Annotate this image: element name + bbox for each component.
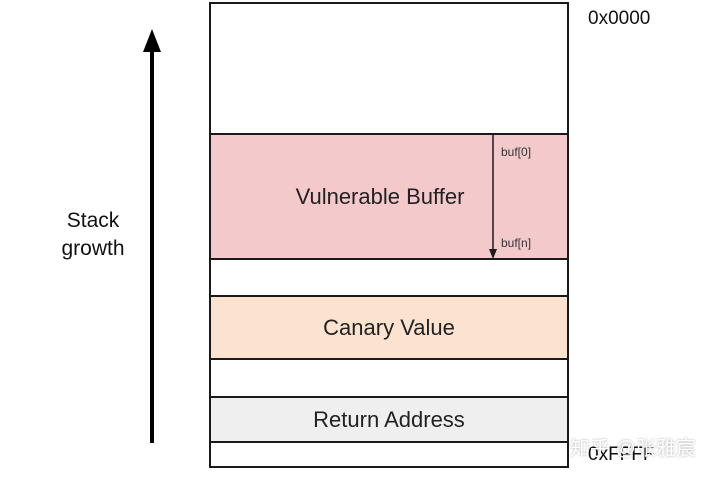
stack-growth-label: Stack growth <box>50 207 136 263</box>
stack-growth-line1: Stack <box>66 209 120 232</box>
stack-growth-line2: growth <box>61 237 125 260</box>
return-address-label: Return Address <box>313 406 465 432</box>
buf-end-label: buf[n] <box>501 236 532 250</box>
high-address-label: 0xFFFF <box>588 444 655 465</box>
watermark: 知乎 @张雅宸 <box>570 438 696 460</box>
stack-growth-arrowhead <box>143 29 161 52</box>
vulnerable-buffer-label: Vulnerable Buffer <box>295 183 465 209</box>
canary-value-region: Canary Value <box>209 295 569 360</box>
low-address-label: 0x0000 <box>588 8 651 29</box>
return-address-region: Return Address <box>209 396 569 443</box>
vulnerable-buffer-region: Vulnerable Buffer <box>209 133 569 260</box>
buf-start-label: buf[0] <box>501 145 532 159</box>
canary-value-label: Canary Value <box>323 314 455 340</box>
buffer-direction-arrowhead <box>489 249 497 259</box>
